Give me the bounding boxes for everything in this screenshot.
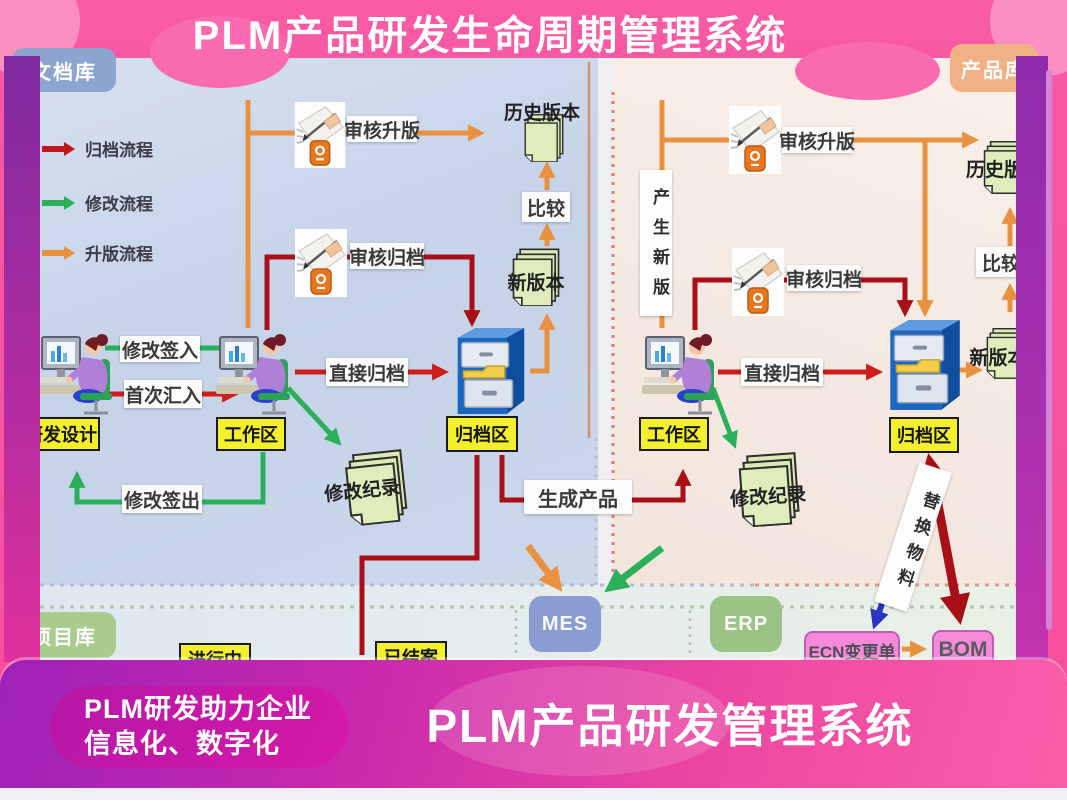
archive-area-right-box: 归档区 bbox=[889, 417, 959, 453]
document-library-text: 文档库 bbox=[31, 61, 97, 84]
upgrade-flow-arrow-icon bbox=[42, 245, 75, 260]
modify-record-right-text: 修改纪录 bbox=[729, 484, 807, 511]
compare-left-text: 比较 bbox=[526, 198, 565, 220]
modify-checkin-text: 修改签入 bbox=[121, 340, 198, 362]
new-version-left-label: 新版本 bbox=[504, 268, 568, 295]
archive-area-right-text: 归档区 bbox=[897, 426, 951, 446]
new-version-left-text: 新版本 bbox=[507, 273, 565, 294]
panel-divider-gap bbox=[598, 58, 613, 585]
rd-design-text: 研发设计 bbox=[25, 425, 97, 445]
footer-title-text: PLM产品研发管理系统 bbox=[426, 700, 914, 752]
approval-stamp-icon bbox=[732, 246, 784, 318]
modify-checkin-box: 修改签入 bbox=[120, 336, 200, 362]
direct-archive-left-text: 直接归档 bbox=[328, 363, 405, 385]
bottom-edge-strip bbox=[0, 788, 1067, 800]
workspace-left-box: 工作区 bbox=[216, 417, 286, 451]
review-upgrade-right-box: 审核升版 bbox=[779, 127, 856, 153]
header-swoosh bbox=[795, 42, 940, 100]
history-version-left-text: 历史版本 bbox=[503, 103, 580, 124]
file-cabinet-right-icon bbox=[884, 318, 962, 414]
modify-checkout-box: 修改签出 bbox=[122, 485, 202, 513]
footer-swoosh bbox=[430, 666, 730, 776]
compare-right-text: 比较 bbox=[981, 253, 1020, 275]
approval-stamp-icon bbox=[295, 228, 347, 298]
review-upgrade-left-box: 审核升版 bbox=[344, 116, 421, 142]
document-library-label: 文档库 bbox=[12, 48, 116, 92]
ecn-change-order-text: ECN变更单 bbox=[808, 642, 896, 662]
mes-text: MES bbox=[541, 612, 589, 635]
generate-product-box: 生成产品 bbox=[524, 480, 632, 514]
compare-left-box: 比较 bbox=[522, 192, 570, 222]
create-new-version-box: 产生新版 bbox=[640, 170, 672, 316]
review-archive-right-box: 审核归档 bbox=[786, 265, 863, 291]
first-import-text: 首次汇入 bbox=[124, 385, 201, 407]
direct-archive-right-text: 直接归档 bbox=[743, 363, 820, 385]
page-title: PLM产品研发生命周期管理系统 bbox=[140, 6, 840, 58]
history-version-right-label: 历史版本 bbox=[966, 155, 1032, 182]
right-frame-strip bbox=[1016, 56, 1048, 660]
modify-checkout-text: 修改签出 bbox=[123, 490, 200, 512]
left-frame-strip bbox=[4, 56, 40, 662]
first-import-box: 首次汇入 bbox=[124, 380, 202, 408]
legend-item-archive: 归档流程 bbox=[40, 136, 153, 161]
footer-tagline-line1: PLM研发助力企业 bbox=[84, 693, 312, 724]
archive-area-left-text: 归档区 bbox=[455, 425, 509, 445]
legend-label: 升版流程 bbox=[85, 245, 153, 264]
archive-area-left-box: 归档区 bbox=[446, 416, 518, 452]
new-version-right-label: 新版本 bbox=[964, 343, 1032, 370]
page-title-text: PLM产品研发生命周期管理系统 bbox=[192, 14, 788, 58]
workspace-right-text: 工作区 bbox=[647, 425, 701, 445]
footer-tagline-pill: PLM研发助力企业 信息化、数字化 bbox=[50, 686, 348, 768]
legend-item-modify: 修改流程 bbox=[40, 190, 153, 215]
product-library-text: 产品库 bbox=[961, 59, 1027, 82]
right-frame-highlight bbox=[1046, 70, 1052, 630]
footer-tagline-line2: 信息化、数字化 bbox=[84, 729, 280, 759]
workspace-right-box: 工作区 bbox=[639, 417, 709, 451]
review-archive-left-text: 审核归档 bbox=[349, 247, 426, 269]
modify-record-right-label: 修改纪录 bbox=[728, 479, 808, 511]
file-cabinet-left-icon bbox=[450, 326, 528, 418]
direct-archive-right-box: 直接归档 bbox=[741, 358, 823, 386]
direct-archive-left-box: 直接归档 bbox=[326, 358, 408, 386]
generate-product-text: 生成产品 bbox=[538, 488, 618, 511]
footer-title: PLM产品研发管理系统 bbox=[360, 692, 980, 754]
project-library-text: 项目库 bbox=[31, 626, 97, 649]
erp-text: ERP bbox=[723, 612, 769, 635]
workspace-left-text: 工作区 bbox=[224, 425, 278, 445]
person-workstation-icon bbox=[640, 328, 720, 420]
history-version-left-label: 历史版本 bbox=[500, 98, 584, 125]
modify-flow-arrow-icon bbox=[42, 195, 75, 210]
mes-system-box: MES bbox=[529, 596, 601, 652]
person-workstation-icon bbox=[214, 328, 294, 420]
review-archive-right-text: 审核归档 bbox=[786, 269, 863, 291]
approval-stamp-icon bbox=[729, 106, 781, 174]
new-version-right-text: 新版本 bbox=[969, 348, 1027, 369]
review-upgrade-left-text: 审核升版 bbox=[344, 120, 421, 142]
header-swoosh bbox=[150, 16, 290, 88]
erp-system-box: ERP bbox=[710, 596, 782, 652]
archive-flow-arrow-icon bbox=[42, 141, 75, 156]
review-upgrade-right-text: 审核升版 bbox=[779, 131, 856, 153]
legend-label: 修改流程 bbox=[85, 195, 153, 214]
approval-stamp-icon bbox=[294, 102, 346, 168]
history-version-right-text: 历史版本 bbox=[966, 160, 1032, 181]
create-new-version-text: 产生新版 bbox=[650, 188, 669, 308]
review-archive-left-box: 审核归档 bbox=[349, 243, 426, 269]
legend-label: 归档流程 bbox=[85, 141, 153, 160]
person-workstation-icon bbox=[36, 328, 116, 420]
legend-item-upgrade: 升版流程 bbox=[40, 240, 153, 265]
bom-text: BOM bbox=[938, 638, 988, 661]
